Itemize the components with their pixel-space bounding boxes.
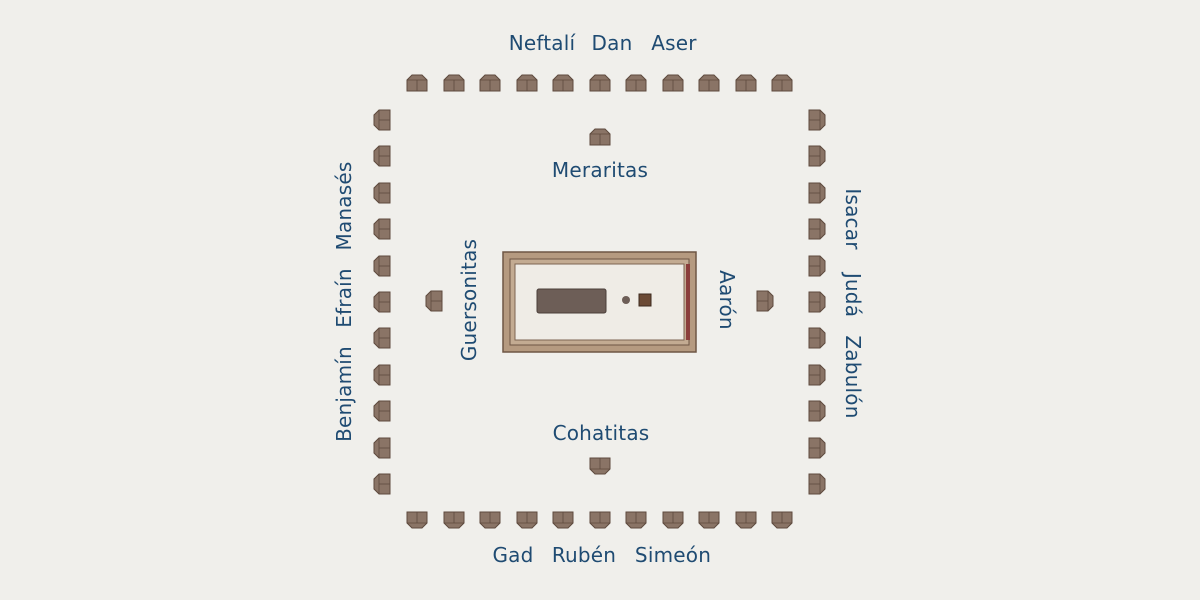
- tent-west: [373, 255, 391, 277]
- altar: [638, 293, 652, 307]
- tent-north: [443, 74, 465, 92]
- camp-label-zabulon: Zabulón: [841, 335, 865, 419]
- tent-north: [735, 74, 757, 92]
- tent-south: [589, 511, 611, 529]
- camp-label-simeon: Simeón: [634, 543, 712, 567]
- tent-east: [808, 437, 826, 459]
- camp-label-juda: Judá: [841, 272, 865, 318]
- tent-west: [373, 364, 391, 386]
- tent-east: [808, 182, 826, 204]
- camp-label-benjamin: Benjamín: [332, 346, 356, 442]
- tent-south: [516, 511, 538, 529]
- tent-levite-west: [425, 290, 443, 312]
- tent-east: [808, 327, 826, 349]
- levite-tents: [425, 128, 774, 475]
- tribal-tents: [373, 74, 826, 529]
- tent-west: [373, 400, 391, 422]
- tent-north: [625, 74, 647, 92]
- tent-north: [698, 74, 720, 92]
- levite-label-meraritas: Meraritas: [551, 158, 649, 182]
- camp-label-dan: Dan: [591, 31, 633, 55]
- tent-levite-north: [589, 128, 611, 146]
- tent-north: [662, 74, 684, 92]
- sanctuary-tent: [536, 288, 607, 314]
- tent-east: [808, 291, 826, 313]
- tent-south: [552, 511, 574, 529]
- tent-south: [479, 511, 501, 529]
- tent-east: [808, 364, 826, 386]
- tent-west: [373, 291, 391, 313]
- tabernacle: [502, 251, 697, 353]
- tent-levite-east: [756, 290, 774, 312]
- camp-label-gad: Gad: [492, 543, 534, 567]
- camp-label-efrain: Efraín: [332, 268, 356, 328]
- tent-levite-south: [589, 457, 611, 475]
- laver: [622, 296, 630, 304]
- tent-east: [808, 473, 826, 495]
- tent-north: [771, 74, 793, 92]
- tent-west: [373, 218, 391, 240]
- tent-west: [373, 327, 391, 349]
- tent-west: [373, 145, 391, 167]
- tent-west: [373, 109, 391, 131]
- tent-south: [625, 511, 647, 529]
- camp-label-manases: Manasés: [332, 161, 356, 251]
- tent-south: [443, 511, 465, 529]
- levite-label-aaron: Aarón: [715, 270, 739, 330]
- tent-west: [373, 182, 391, 204]
- camp-label-neftali: Neftalí: [508, 31, 576, 55]
- tent-west: [373, 473, 391, 495]
- tent-north: [552, 74, 574, 92]
- camp-label-ruben: Rubén: [551, 543, 617, 567]
- tent-east: [808, 400, 826, 422]
- tent-east: [808, 255, 826, 277]
- tent-east: [808, 109, 826, 131]
- levite-label-guersonitas: Guersonitas: [457, 238, 481, 362]
- tent-east: [808, 145, 826, 167]
- camp-label-aser: Aser: [651, 31, 697, 55]
- tent-north: [406, 74, 428, 92]
- tent-south: [662, 511, 684, 529]
- tent-north: [516, 74, 538, 92]
- tent-north: [479, 74, 501, 92]
- tabernacle-entrance: [686, 264, 690, 340]
- tent-south: [735, 511, 757, 529]
- levite-label-cohatitas: Cohatitas: [552, 421, 650, 445]
- tent-west: [373, 437, 391, 459]
- tent-north: [589, 74, 611, 92]
- tent-south: [771, 511, 793, 529]
- camp-label-isacar: Isacar: [841, 188, 865, 250]
- tent-south: [698, 511, 720, 529]
- tent-south: [406, 511, 428, 529]
- tent-east: [808, 218, 826, 240]
